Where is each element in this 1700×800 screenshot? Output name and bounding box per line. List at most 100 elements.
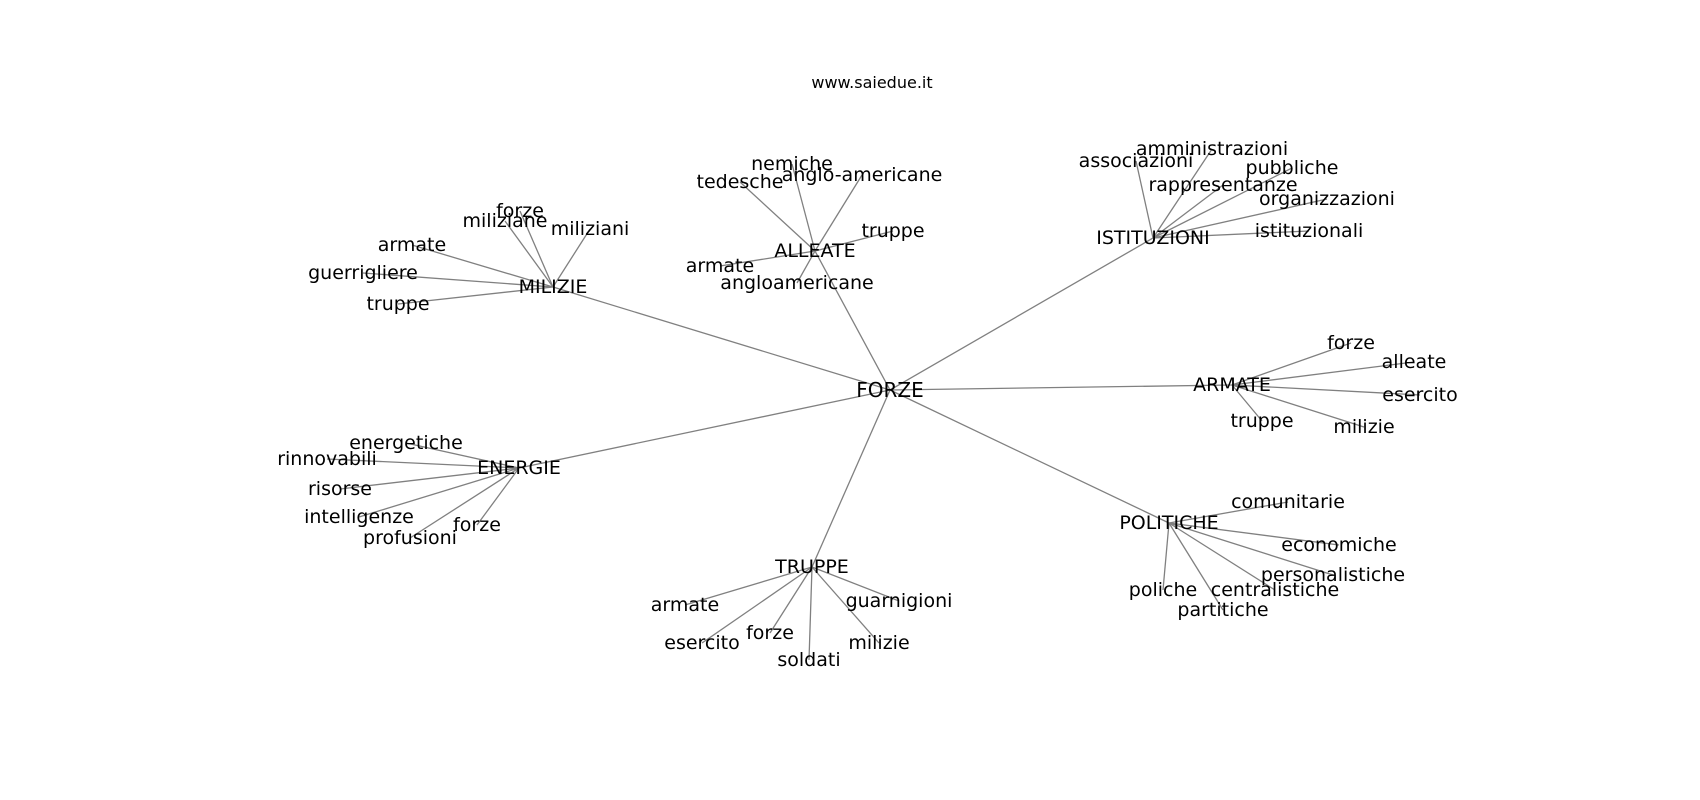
edge-politiche-poliche: [1162, 522, 1170, 591]
node-leaf-alleate-tedesche: tedesche: [697, 171, 784, 193]
edge-milizie-truppe: [397, 286, 554, 305]
node-leaf-milizie-miliziani: miliziani: [551, 218, 630, 240]
edge-armate-forze: [1231, 342, 1352, 386]
edge-politiche-comunitarie: [1168, 501, 1289, 524]
node-leaf-armate-forze: forze: [1327, 332, 1375, 354]
node-leaf-istituzioni-pubbliche: pubbliche: [1246, 157, 1339, 179]
edge-istituzioni-pubbliche: [1152, 167, 1293, 239]
edge-milizie-miliziani: [552, 228, 591, 288]
node-leaf-politiche-partitiche: partitiche: [1177, 599, 1268, 621]
node-leaf-politiche-economiche: economiche: [1281, 534, 1396, 556]
node-hub-politiche: POLITICHE: [1119, 512, 1218, 534]
edge-root-istituzioni: [889, 237, 1154, 391]
node-hub-istituzioni: ISTITUZIONI: [1096, 227, 1209, 249]
node-root: FORZE: [856, 378, 923, 402]
node-leaf-istituzioni-amministrazioni: amministrazioni: [1136, 138, 1288, 160]
node-leaf-istituzioni-rappresentanze: rappresentanze: [1148, 174, 1297, 196]
edge-truppe-guarnigioni: [811, 566, 900, 602]
edge-milizie-forze: [519, 210, 554, 288]
node-leaf-truppe-esercito: esercito: [664, 632, 739, 654]
edge-armate-truppe: [1231, 384, 1263, 422]
edge-truppe-soldati: [808, 566, 813, 661]
node-leaf-alleate-truppe: truppe: [861, 220, 924, 242]
node-leaf-truppe-soldati: soldati: [777, 649, 840, 671]
node-leaf-armate-alleate: alleate: [1382, 351, 1447, 373]
node-leaf-armate-truppe: truppe: [1230, 410, 1293, 432]
node-leaf-armate-esercito: esercito: [1382, 384, 1457, 406]
edge-energie-risorse: [339, 467, 520, 490]
edge-root-alleate: [814, 250, 891, 391]
site-title: www.saiedue.it: [811, 73, 932, 92]
edge-armate-alleate: [1231, 361, 1415, 386]
edge-alleate-armate: [719, 250, 816, 267]
edge-alleate-angloamericane: [796, 250, 816, 284]
edge-armate-esercito: [1231, 384, 1421, 396]
node-leaf-truppe-armate: armate: [651, 594, 719, 616]
edge-truppe-armate: [684, 566, 813, 606]
edge-root-armate: [889, 384, 1233, 391]
node-hub-alleate: ALLEATE: [774, 240, 855, 262]
edge-energie-energetiche: [405, 442, 520, 469]
edge-root-politiche: [889, 389, 1170, 524]
edge-politiche-personalistiche: [1168, 522, 1334, 576]
node-labels: FORZEMILIZIEmilizianeforzemilizianiarmat…: [277, 138, 1458, 671]
node-hub-armate: ARMATE: [1193, 374, 1271, 396]
node-leaf-milizie-forze: forze: [496, 200, 544, 222]
edge-truppe-esercito: [701, 566, 813, 644]
node-leaf-istituzioni-istituzionali: istituzionali: [1255, 220, 1364, 242]
edge-root-truppe: [811, 389, 891, 568]
edge-politiche-centralistiche: [1168, 522, 1276, 591]
edge-alleate-tedesche: [739, 181, 816, 252]
edge-alleate-anglo-americane: [814, 174, 863, 252]
node-leaf-milizie-miliziane: miliziane: [463, 210, 548, 232]
edge-energie-profusioni: [409, 467, 520, 539]
edge-armate-milizie: [1231, 384, 1365, 428]
node-leaf-truppe-milizie: milizie: [848, 632, 909, 654]
node-leaf-politiche-poliche: poliche: [1129, 579, 1197, 601]
edge-energie-forze: [476, 467, 520, 526]
edge-milizie-miliziane: [504, 220, 554, 288]
edge-istituzioni-istituzionali: [1152, 230, 1310, 239]
edges: [326, 148, 1421, 661]
node-leaf-alleate-angloamericane: angloamericane: [720, 272, 873, 294]
node-leaf-truppe-guarnigioni: guarnigioni: [846, 590, 953, 612]
node-leaf-milizie-armate: armate: [378, 234, 446, 256]
node-leaf-energie-energetiche: energetiche: [349, 432, 463, 454]
node-hub-truppe: TRUPPE: [774, 556, 849, 578]
edge-root-energie: [518, 389, 891, 469]
edge-politiche-economiche: [1168, 522, 1340, 546]
edge-istituzioni-organizzazioni: [1152, 198, 1328, 239]
node-leaf-energie-intelligenze: intelligenze: [304, 506, 414, 528]
edge-alleate-nemiche: [791, 163, 816, 252]
edge-milizie-armate: [411, 244, 554, 288]
node-leaf-milizie-truppe: truppe: [366, 293, 429, 315]
node-leaf-energie-rinnovabili: rinnovabili: [277, 448, 377, 470]
node-leaf-milizie-guerrigliere: guerrigliere: [308, 262, 418, 284]
node-leaf-politiche-centralistiche: centralistiche: [1211, 579, 1339, 601]
node-leaf-istituzioni-organizzazioni: organizzazioni: [1259, 188, 1395, 210]
node-leaf-politiche-comunitarie: comunitarie: [1231, 491, 1345, 513]
edge-truppe-milizie: [811, 566, 880, 644]
node-leaf-energie-risorse: risorse: [308, 478, 372, 500]
edge-milizie-guerrigliere: [362, 272, 554, 288]
node-leaf-alleate-anglo-americane: anglo-americane: [782, 164, 943, 186]
node-leaf-energie-forze: forze: [453, 514, 501, 536]
node-leaf-truppe-forze: forze: [746, 622, 794, 644]
node-leaf-energie-profusioni: profusioni: [363, 527, 457, 549]
edge-energie-intelligenze: [358, 467, 520, 518]
edge-istituzioni-amministrazioni: [1152, 148, 1213, 239]
edge-energie-rinnovabili: [326, 458, 520, 469]
node-leaf-alleate-armate: armate: [686, 255, 754, 277]
edge-istituzioni-rappresentanze: [1152, 184, 1224, 239]
edge-truppe-forze: [769, 566, 813, 634]
node-hub-milizie: MILIZIE: [519, 276, 588, 298]
node-hub-energie: ENERGIE: [477, 457, 561, 479]
node-leaf-istituzioni-associazioni: associazioni: [1079, 150, 1194, 172]
edge-politiche-partitiche: [1168, 522, 1224, 611]
node-leaf-armate-milizie: milizie: [1333, 416, 1394, 438]
node-leaf-politiche-personalistiche: personalistiche: [1261, 564, 1405, 586]
edge-istituzioni-associazioni: [1135, 160, 1154, 239]
edge-root-milizie: [552, 286, 891, 391]
node-leaf-alleate-nemiche: nemiche: [751, 153, 833, 175]
